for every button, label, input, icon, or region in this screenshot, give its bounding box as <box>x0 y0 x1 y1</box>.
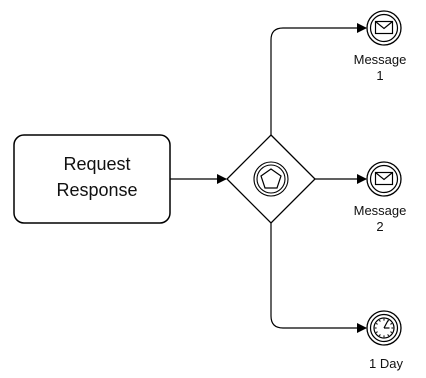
envelope-icon <box>374 171 394 186</box>
message-2-label-line-2: 2 <box>376 219 384 234</box>
task-label-line-2: Response <box>56 180 138 200</box>
pentagon-icon <box>260 168 282 189</box>
intermediate-message-event-1[interactable] <box>366 10 402 46</box>
task-label-line-1: Request <box>63 154 131 174</box>
message-2-label-line-1: Message <box>353 203 407 218</box>
sequence-flow-gateway-to-timer[interactable] <box>270 223 367 333</box>
timer-label: 1 Day <box>369 356 403 371</box>
clock-icon <box>373 317 395 339</box>
task-request-response[interactable] <box>13 134 171 224</box>
event-based-gateway[interactable] <box>226 134 316 224</box>
message-1-label-line-2: 1 <box>376 68 384 83</box>
intermediate-timer-event[interactable] <box>366 310 402 346</box>
intermediate-message-event-2[interactable] <box>366 161 402 197</box>
envelope-icon <box>374 20 394 35</box>
sequence-flow-gateway-to-message-1[interactable] <box>270 23 367 135</box>
message-1-label-line-1: Message <box>353 52 407 67</box>
